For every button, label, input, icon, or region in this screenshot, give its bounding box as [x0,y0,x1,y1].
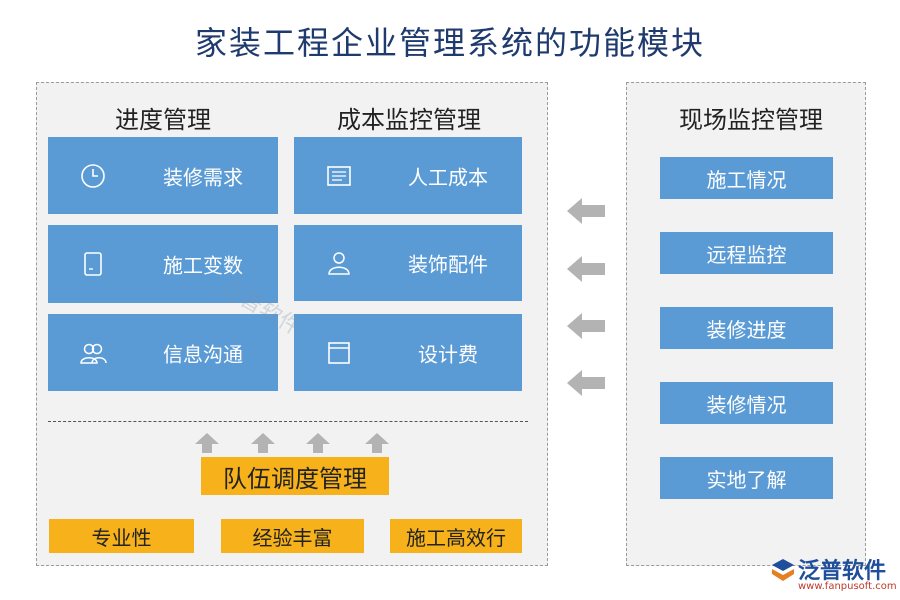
site-heading: 现场监控管理 [679,106,823,134]
team-item-professional: 专业性 [49,519,194,553]
cost-heading: 成本监控管理 [337,106,481,134]
up-arrow-icon [306,433,330,453]
left-arrow-icon [567,256,605,282]
clock-icon [81,163,105,188]
progress-heading: 进度管理 [115,106,211,134]
team-item-efficient: 施工高效行 [390,519,522,553]
logo-icon [772,559,794,581]
up-arrow-icon [195,433,219,453]
cost-item-label: 人工成本 [408,165,488,189]
progress-item-label: 信息沟通 [163,342,243,366]
site-item-decoration-status: 装修情况 [660,382,833,424]
panel-divider [48,421,528,422]
site-item-on-site-inspection: 实地了解 [660,457,833,499]
cost-item-design-fee: 设计费 [294,314,522,391]
progress-item-communication: 信息沟通 [48,314,278,391]
logo-brand: 泛普软件 [798,559,887,584]
page-title: 家装工程企业管理系统的功能模块 [194,24,705,62]
team-heading: 队伍调度管理 [201,457,389,495]
brand-logo: 泛普软件 www.fanpusoft.com [770,553,897,593]
site-item-construction-status: 施工情况 [660,157,833,199]
site-item-decoration-progress: 装修进度 [660,307,833,349]
site-item-remote-monitoring: 远程监控 [660,232,833,274]
window-icon [328,341,350,364]
ledger-icon [327,165,351,186]
users-icon [80,343,107,364]
cost-item-label: 设计费 [418,342,478,366]
cost-item-accessories: 装饰配件 [294,225,522,301]
logo-url: www.fanpusoft.com [798,581,897,592]
up-arrow-icon [251,433,275,453]
team-item-experienced: 经验丰富 [221,519,364,553]
progress-item-label: 施工变数 [163,253,243,278]
progress-item-variables: 施工变数 [48,225,278,303]
up-arrow-icon [365,433,389,453]
left-arrow-icon [567,198,605,224]
left-arrow-icon [567,313,605,339]
document-icon [84,252,102,276]
progress-item-label: 装修需求 [163,165,243,189]
left-arrow-icon [567,370,605,396]
cost-item-labor: 人工成本 [294,137,522,214]
progress-item-requirements: 装修需求 [48,137,278,214]
user-icon [328,252,350,275]
cost-item-label: 装饰配件 [408,252,488,277]
